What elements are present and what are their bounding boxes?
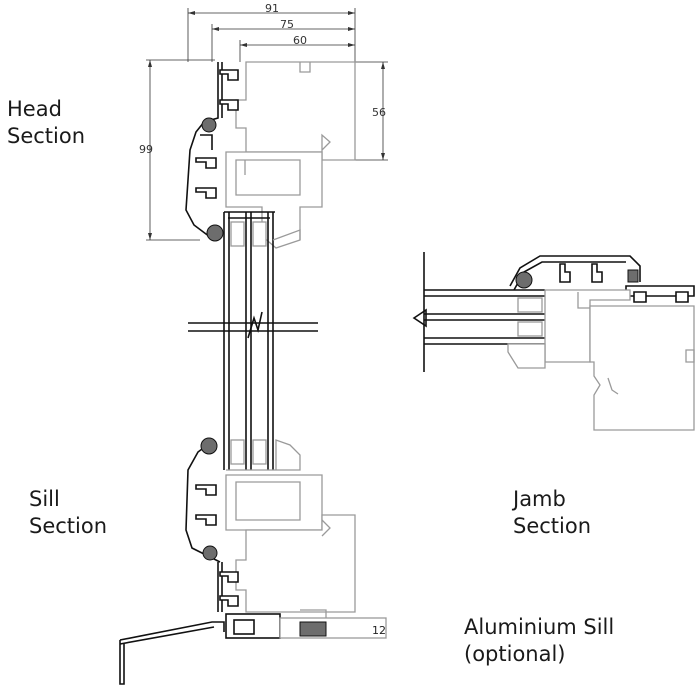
sill-section-drawing [185,437,356,613]
svg-text:12: 12 [372,624,386,637]
head-label-line2: Section [7,124,86,148]
dim-60-label: 60 [293,34,307,47]
head-label-line1: Head [7,97,62,121]
dim-91-label: 91 [265,2,279,15]
dim-56-label: 56 [372,106,386,119]
jamb-section-label: Jamb Section [513,486,591,540]
jamb-label-line2: Section [513,514,592,538]
aluminium-sill-label: Aluminium Sill (optional) [464,614,614,668]
jamb-section-drawing [412,252,695,431]
dim-99-label: 99 [139,143,153,156]
sill-section-label: Sill Section [29,486,107,540]
head-section-label: Head Section [7,96,85,150]
dimension-lines [146,8,388,241]
sill-label-line1: Sill [29,487,60,511]
aluminium-sill-label-line2: (optional) [464,642,566,666]
head-section-drawing [185,61,356,249]
aluminium-sill-drawing: 12 [119,609,387,685]
jamb-label-line1: Jamb [513,487,566,511]
dim-75-label: 75 [280,18,294,31]
sealed-unit-drawing [188,212,318,470]
aluminium-sill-label-line1: Aluminium Sill [464,615,615,639]
sill-label-line2: Section [29,514,108,538]
